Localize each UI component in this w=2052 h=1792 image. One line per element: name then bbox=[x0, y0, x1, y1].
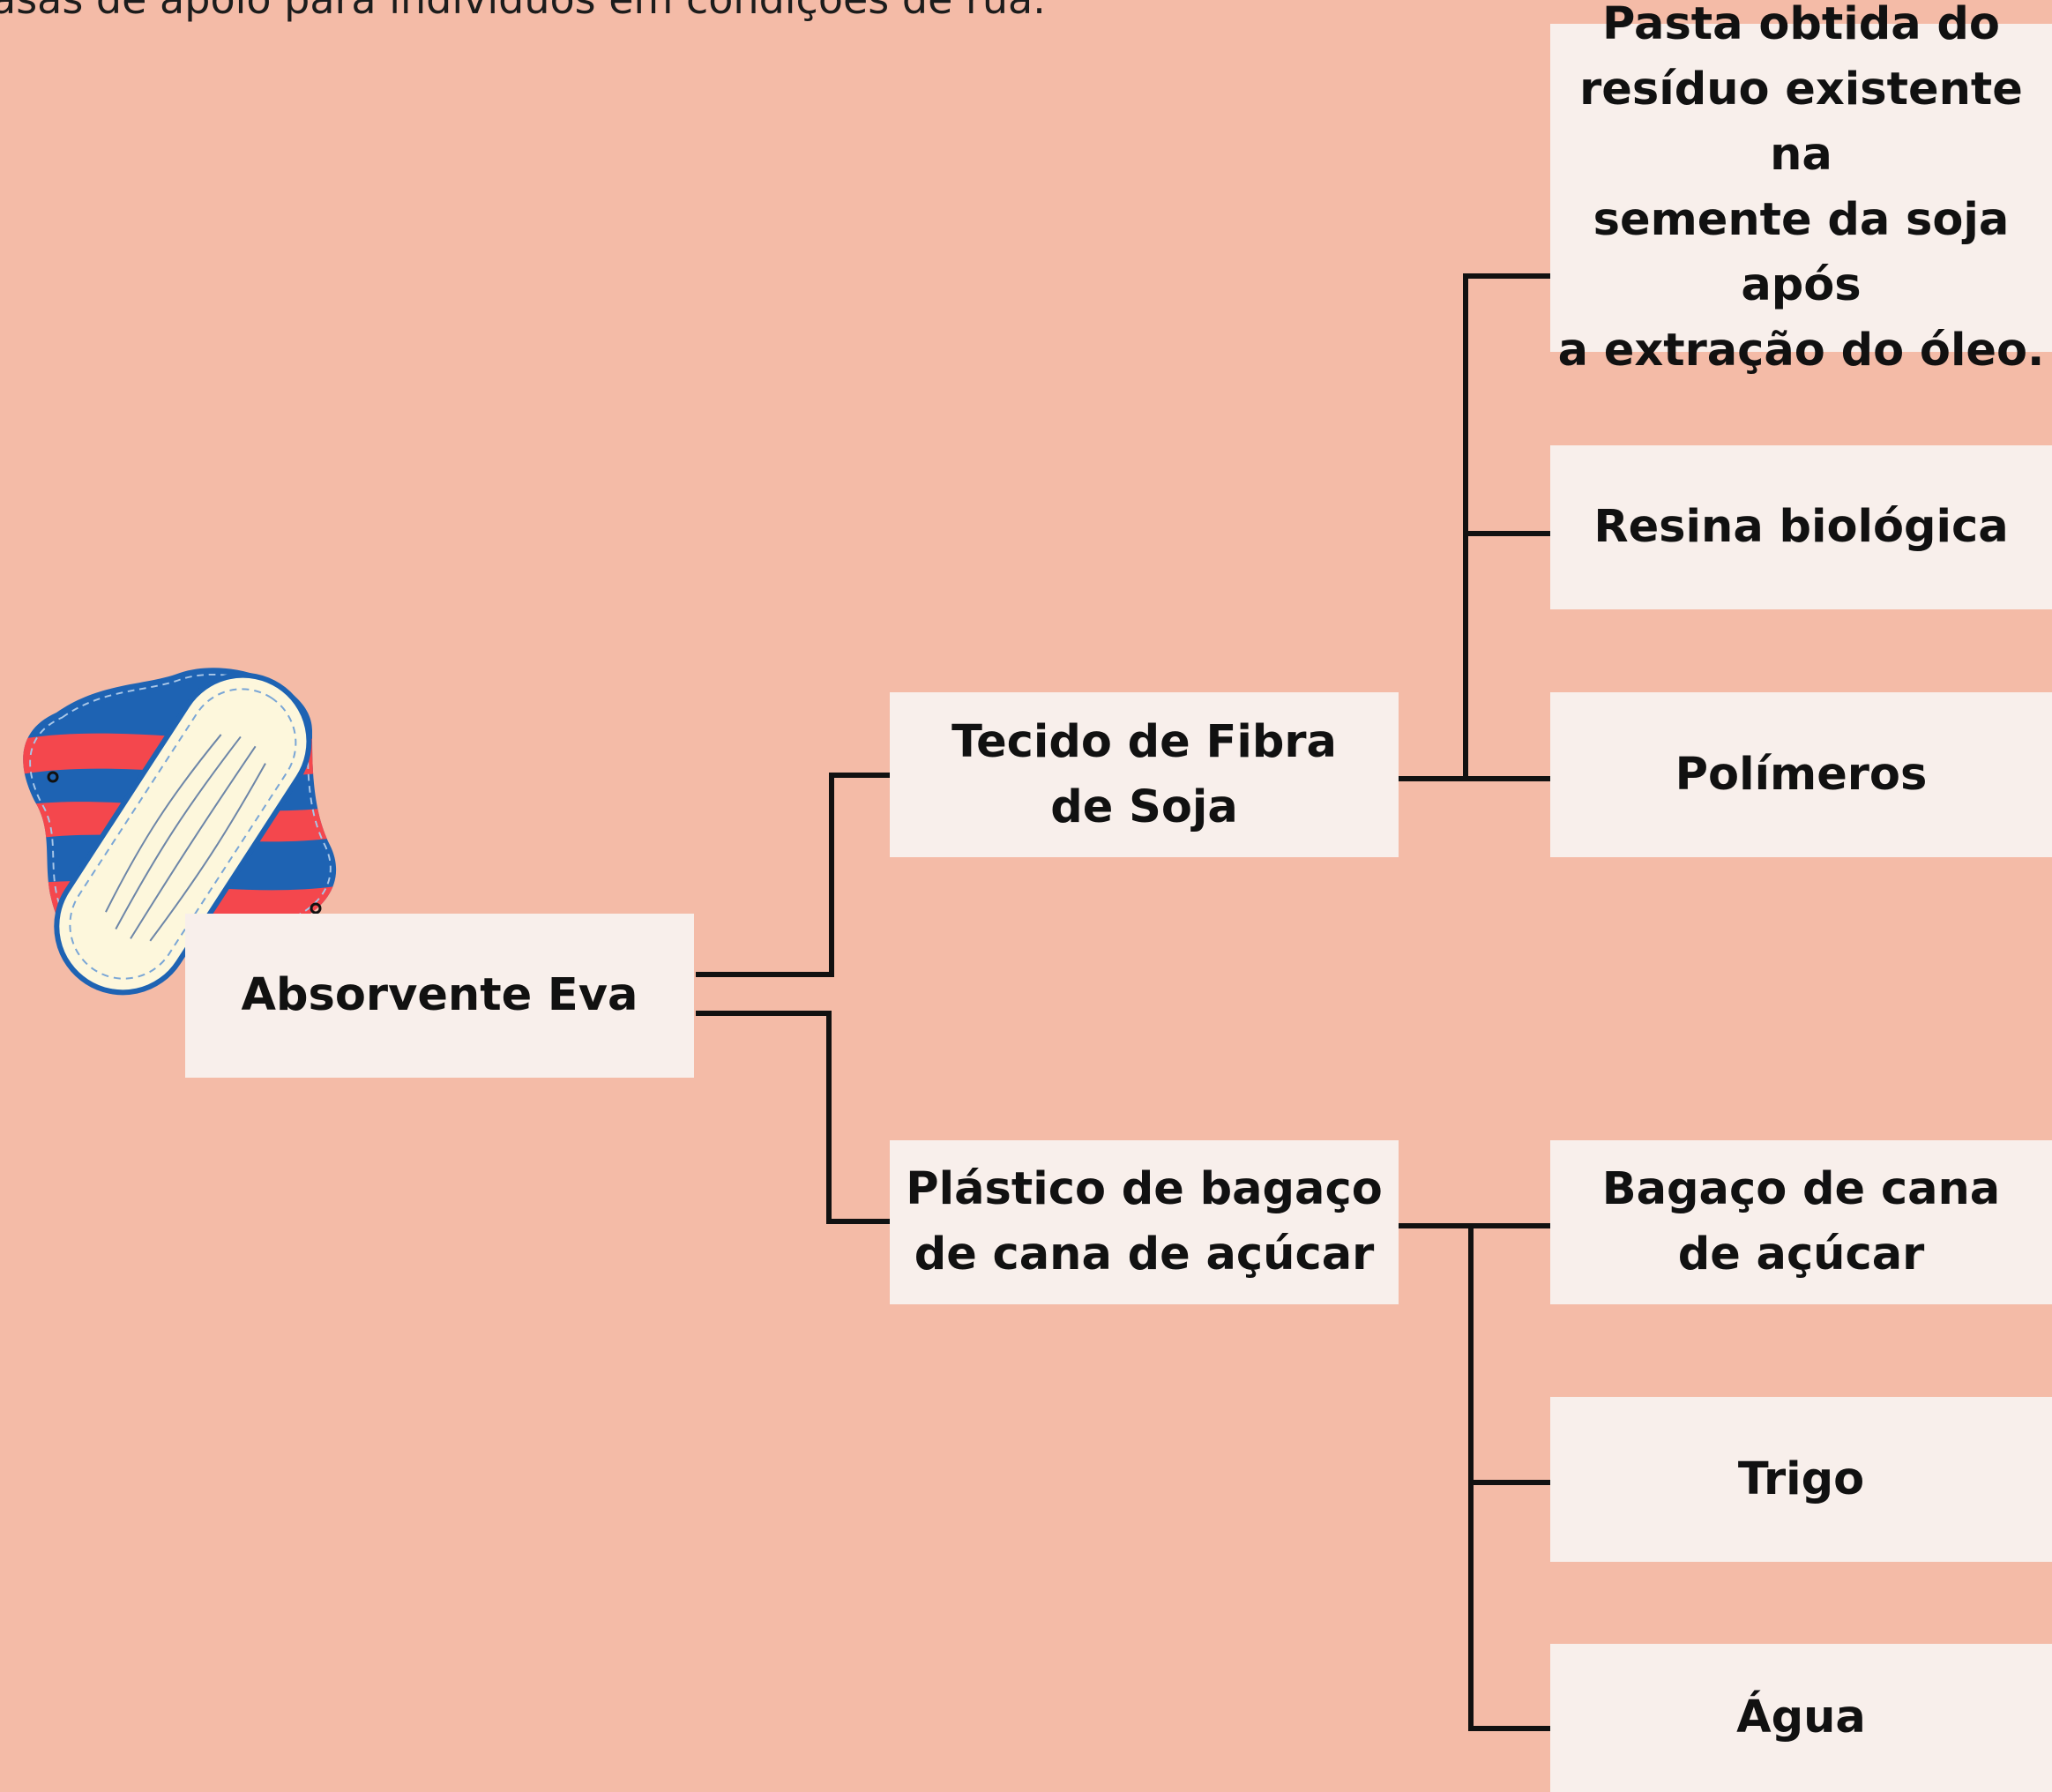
leaf-node-2-1: Bagaço de cana de açúcar bbox=[1550, 1140, 2052, 1304]
branch-node-2: Plástico de bagaço de cana de açúcar bbox=[890, 1140, 1399, 1304]
branch-node-1-label: Tecido de Fibra de Soja bbox=[951, 715, 1337, 833]
branch-node-2-label: Plástico de bagaço de cana de açúcar bbox=[906, 1163, 1383, 1281]
leaf-node-1-2-label: Resina biológica bbox=[1593, 501, 2009, 553]
leaf-node-1-3: Polímeros bbox=[1550, 692, 2052, 857]
connector-root-branch-1 bbox=[696, 773, 892, 977]
branch-node-1: Tecido de Fibra de Soja bbox=[890, 692, 1399, 857]
connector-branch-1-trunk bbox=[1398, 273, 1550, 781]
connector-root-branch-2 bbox=[696, 1011, 892, 1224]
connector-branch-2-trunk bbox=[1398, 1223, 1550, 1731]
leaf-node-2-3: Água bbox=[1550, 1644, 2052, 1792]
leaf-node-2-2-label: Trigo bbox=[1737, 1452, 1865, 1505]
leaf-node-2-3-label: Água bbox=[1736, 1691, 1866, 1743]
root-node: Absorvente Eva bbox=[185, 914, 694, 1078]
root-node-label: Absorvente Eva bbox=[241, 969, 638, 1021]
leaf-node-1-1: Pasta obtida do resíduo existente na sem… bbox=[1550, 0, 2052, 377]
intro-text: asas de apoio para indivíduos em condiçõ… bbox=[0, 0, 1046, 23]
leaf-node-1-1-label: Pasta obtida do resíduo existente na sem… bbox=[1557, 0, 2045, 377]
leaf-node-1-3-label: Polímeros bbox=[1675, 748, 1928, 801]
leaf-node-2-1-label: Bagaço de cana de açúcar bbox=[1601, 1163, 2001, 1281]
leaf-node-2-2: Trigo bbox=[1550, 1397, 2052, 1562]
leaf-node-1-2: Resina biológica bbox=[1550, 445, 2052, 609]
